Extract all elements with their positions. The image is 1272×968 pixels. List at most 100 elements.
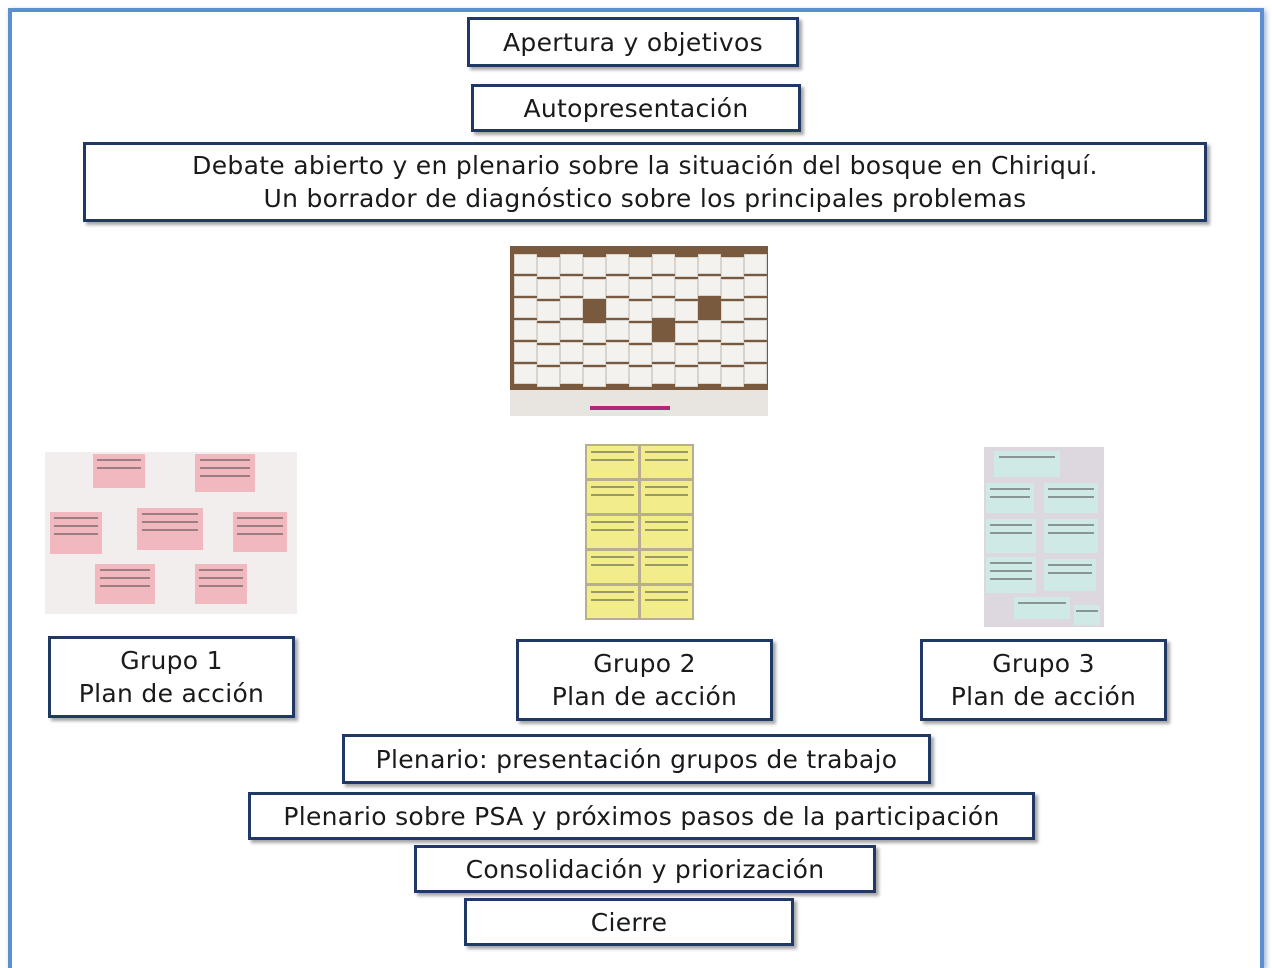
group3-label: Plan de acción: [950, 682, 1137, 711]
step-consolidacion: Consolidación y priorización: [414, 845, 876, 893]
board-card: [514, 254, 537, 274]
board-card: [537, 367, 560, 387]
page-frame: [8, 8, 1264, 968]
board-card: [629, 323, 652, 343]
board-card: [537, 279, 560, 299]
board-card: [583, 367, 606, 387]
board-card: [560, 320, 583, 340]
board-card: [537, 257, 560, 277]
board-card: [514, 342, 537, 362]
pink-note: [233, 512, 287, 552]
group1-box: Grupo 1 Plan de acción: [48, 636, 295, 718]
group3-name: Grupo 3: [992, 649, 1095, 678]
board-card: [606, 320, 629, 340]
board-card: [721, 323, 744, 343]
pink-note: [95, 564, 155, 604]
step-apertura-label: Apertura y objetivos: [503, 27, 763, 57]
board-card: [583, 279, 606, 299]
board-card: [698, 276, 721, 296]
board-card: [675, 367, 698, 387]
board-card: [744, 342, 767, 362]
teal-note: [986, 557, 1036, 593]
step-autopresentacion-label: Autopresentación: [523, 93, 749, 123]
pink-note: [50, 512, 102, 554]
step-cierre-label: Cierre: [590, 907, 668, 937]
board-card: [675, 345, 698, 365]
board-card: [744, 298, 767, 318]
group1-name: Grupo 1: [120, 646, 223, 675]
board-card: [721, 367, 744, 387]
yellow-note: [587, 481, 638, 513]
teal-note: [994, 451, 1060, 477]
teal-note: [1074, 605, 1100, 625]
board-card: [652, 342, 675, 362]
yellow-note: [641, 551, 692, 583]
group1-label: Plan de acción: [78, 679, 265, 708]
yellow-note: [587, 446, 638, 478]
board-card: [606, 342, 629, 362]
step-debate-line1: Debate abierto y en plenario sobre la si…: [192, 151, 1098, 180]
board-card: [537, 323, 560, 343]
board-card: [583, 323, 606, 343]
yellow-note: [641, 481, 692, 513]
board-card: [629, 301, 652, 321]
board-card: [514, 298, 537, 318]
group3-photo: [984, 447, 1104, 627]
pink-note: [137, 508, 203, 550]
board-card: [721, 345, 744, 365]
board-card: [721, 257, 744, 277]
board-card: [698, 254, 721, 274]
board-card: [721, 301, 744, 321]
group3-box: Grupo 3 Plan de acción: [920, 639, 1167, 721]
board-card: [583, 257, 606, 277]
teal-note: [986, 483, 1034, 513]
step-plenario-psa-label: Plenario sobre PSA y próximos pasos de l…: [283, 801, 1000, 831]
board-card: [652, 254, 675, 274]
board-card: [606, 298, 629, 318]
board-caption-mark: [510, 390, 768, 416]
board-card: [629, 345, 652, 365]
board-card: [744, 364, 767, 384]
yellow-note: [641, 446, 692, 478]
board-card: [560, 298, 583, 318]
board-card: [721, 279, 744, 299]
board-card: [537, 301, 560, 321]
teal-note: [986, 519, 1036, 553]
board-card: [560, 254, 583, 274]
board-card: [560, 342, 583, 362]
step-plenario-psa: Plenario sobre PSA y próximos pasos de l…: [248, 792, 1035, 840]
group2-label: Plan de acción: [551, 682, 738, 711]
board-card: [606, 276, 629, 296]
teal-note: [1014, 597, 1070, 619]
step-debate: Debate abierto y en plenario sobre la si…: [83, 142, 1207, 222]
pink-note: [195, 564, 247, 604]
yellow-note: [587, 551, 638, 583]
board-card: [698, 320, 721, 340]
board-card: [560, 276, 583, 296]
step-debate-line2: Un borrador de diagnóstico sobre los pri…: [263, 184, 1027, 213]
board-card: [652, 364, 675, 384]
board-card: [583, 345, 606, 365]
teal-note: [1044, 519, 1098, 553]
group1-photo: [45, 452, 297, 614]
board-card: [560, 364, 583, 384]
board-card: [744, 254, 767, 274]
teal-note: [1044, 559, 1096, 591]
board-card: [698, 342, 721, 362]
step-cierre: Cierre: [464, 898, 794, 946]
step-consolidacion-label: Consolidación y priorización: [465, 854, 825, 884]
board-card: [514, 320, 537, 340]
yellow-note: [587, 516, 638, 548]
board-card: [675, 323, 698, 343]
board-card: [652, 276, 675, 296]
board-card: [606, 364, 629, 384]
board-card: [629, 257, 652, 277]
board-card: [514, 276, 537, 296]
board-card: [514, 364, 537, 384]
board-card: [744, 276, 767, 296]
group2-photo: [585, 444, 694, 620]
board-card: [698, 364, 721, 384]
pink-note: [195, 454, 255, 492]
board-card: [606, 254, 629, 274]
board-card: [629, 367, 652, 387]
